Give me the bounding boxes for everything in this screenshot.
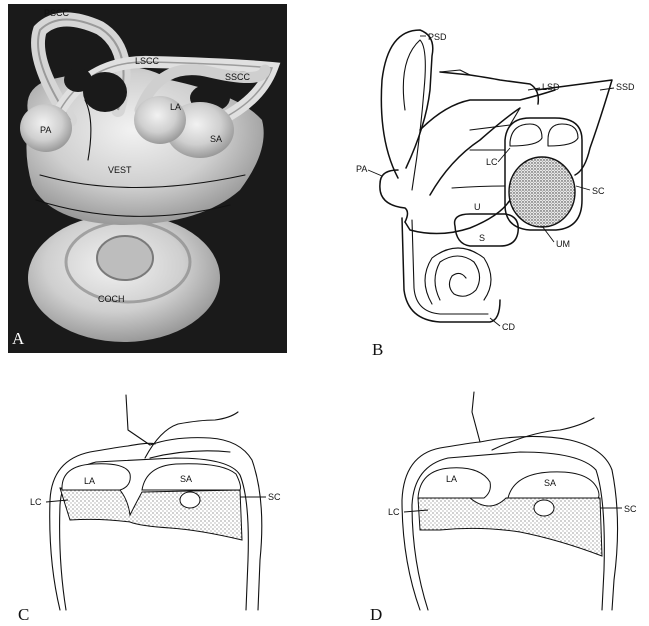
label-b-ssd: SSD	[616, 82, 635, 92]
label-b-u: U	[474, 202, 481, 212]
cochlear-spiral	[435, 256, 480, 300]
panel-letter-d: D	[370, 605, 382, 624]
panel-c: LA SA LC SC C	[18, 395, 281, 624]
posterior-ampulla-outline	[380, 170, 408, 222]
canal-lumen-b	[64, 68, 92, 92]
d-cupula-membrane	[418, 498, 602, 556]
label-c-la: LA	[84, 476, 95, 486]
label-a-coch: COCH	[98, 294, 125, 304]
label-a-vest: VEST	[108, 165, 132, 175]
panel-letter-c: C	[18, 605, 29, 624]
c-vesicle	[180, 492, 200, 508]
panel-b: PSD LSD SSD PA LC SC U S UM CD B	[356, 30, 635, 359]
label-a-pa: PA	[40, 125, 51, 135]
label-b-um: UM	[556, 239, 570, 249]
panel-d: LA SA LC SC D	[370, 392, 637, 624]
cochlear-duct-outer	[402, 218, 500, 322]
panel-letter-a: A	[12, 329, 25, 348]
d-vesicle	[534, 500, 554, 516]
lateral-ampulla-b	[510, 124, 542, 146]
label-c-sc: SC	[268, 492, 281, 502]
panel-a: PSCC LSCC SSCC LA SA PA VEST COCH A	[8, 4, 287, 353]
label-a-sscc: SSCC	[225, 72, 251, 82]
label-a-la: LA	[170, 102, 181, 112]
utricular-macula-shape	[509, 157, 575, 227]
label-b-lc: LC	[486, 157, 498, 167]
c-la-chamber	[62, 464, 130, 490]
label-a-sa: SA	[210, 134, 222, 144]
label-b-pa: PA	[356, 164, 367, 174]
label-b-sc: SC	[592, 186, 605, 196]
label-b-s: S	[479, 233, 485, 243]
label-b-lsd: LSD	[542, 82, 560, 92]
label-b-psd: PSD	[428, 32, 447, 42]
superior-ampulla-b	[548, 124, 578, 146]
label-d-sc: SC	[624, 504, 637, 514]
c-cupula-membrane	[60, 488, 242, 540]
label-c-sa: SA	[180, 474, 192, 484]
label-a-lscc: LSCC	[135, 56, 160, 66]
posterior-canal-outline	[381, 30, 432, 178]
label-c-lc: LC	[30, 497, 42, 507]
label-d-lc: LC	[388, 507, 400, 517]
label-a-pscc: PSCC	[44, 8, 70, 18]
label-d-la: LA	[446, 474, 457, 484]
label-d-sa: SA	[544, 478, 556, 488]
label-b-cd: CD	[502, 322, 515, 332]
panel-letter-b: B	[372, 340, 383, 359]
